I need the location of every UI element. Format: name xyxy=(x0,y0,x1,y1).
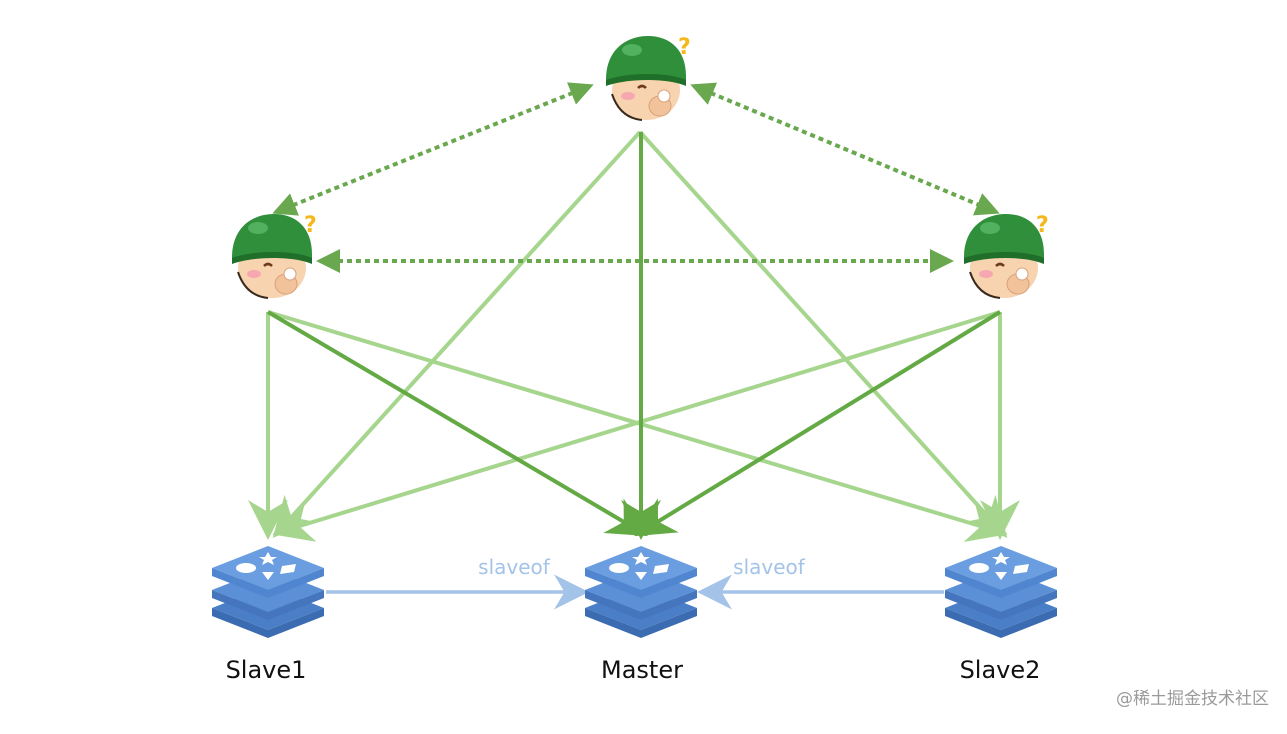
sentinel-left xyxy=(230,211,319,300)
sentinel-monitor-arrows-master xyxy=(266,132,1002,540)
redis-master xyxy=(585,546,697,638)
redis-slave2 xyxy=(945,546,1057,638)
slaveof-label-right: slaveof xyxy=(733,555,805,579)
redis-icon xyxy=(585,546,697,638)
slave2-label: Slave2 xyxy=(959,656,1041,684)
peer-arrow-s1-s2 xyxy=(272,82,594,216)
sentinel-peer-arrows xyxy=(272,82,1000,273)
arrow-s3-to-master xyxy=(634,310,1002,537)
redis-slave1 xyxy=(212,546,324,638)
sentinel-soldier-icon xyxy=(604,33,693,122)
slaveof-label-left: slaveof xyxy=(478,555,550,579)
watermark: @稀土掘金技术社区 xyxy=(1116,689,1269,709)
sentinel-soldier-icon xyxy=(230,211,319,300)
arrow-s2-to-master xyxy=(266,310,648,537)
redis-icon xyxy=(212,546,324,638)
sentinel-soldier-icon xyxy=(962,211,1051,300)
sentinel-top xyxy=(604,33,693,122)
sentinel-monitor-arrows-light xyxy=(248,130,1020,542)
redis-icon xyxy=(945,546,1057,638)
peer-arrow-s1-s3 xyxy=(690,82,1000,216)
master-label: Master xyxy=(601,656,683,684)
sentinel-right xyxy=(962,211,1051,300)
slave1-label: Slave1 xyxy=(225,656,307,684)
